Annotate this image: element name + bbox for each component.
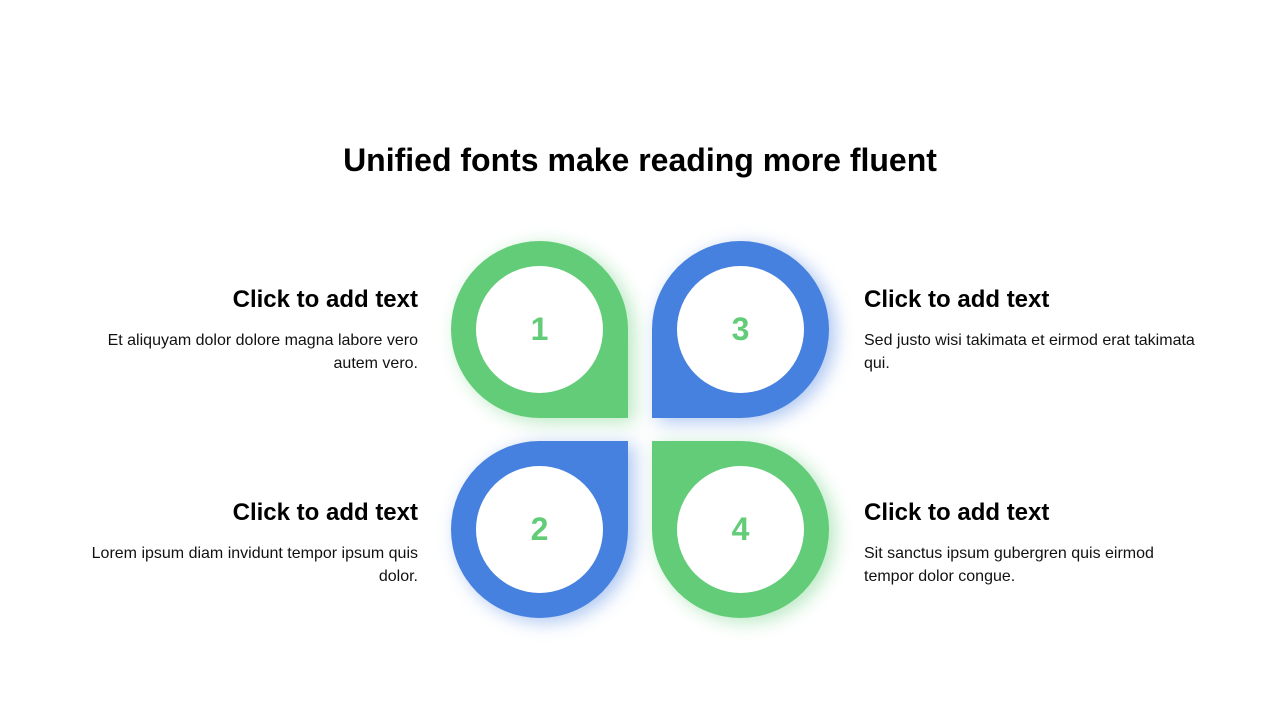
petal-1-number: 1 [530,311,549,347]
petal-1[interactable]: 1 [451,241,628,418]
text-block-2-heading[interactable]: Click to add text [232,499,418,526]
petal-2[interactable]: 2 [451,441,628,618]
text-block-1: Click to add text Et aliquyam dolor dolo… [78,285,418,375]
text-block-3-body[interactable]: Sed justo wisi takimata et eirmod erat t… [864,332,1195,372]
petal-3-number: 3 [731,311,750,347]
text-block-4: Click to add text Sit sanctus ipsum gube… [864,498,1204,588]
petal-2-center: 2 [476,466,603,593]
text-block-2: Click to add text Lorem ipsum diam invid… [78,498,418,588]
petal-3-center: 3 [677,266,804,393]
petal-4[interactable]: 4 [652,441,829,618]
text-block-3: Click to add text Sed justo wisi takimat… [864,285,1204,375]
text-block-4-heading[interactable]: Click to add text [864,499,1050,526]
text-block-4-body[interactable]: Sit sanctus ipsum gubergren quis eirmod … [864,545,1154,585]
text-block-1-body[interactable]: Et aliquyam dolor dolore magna labore ve… [107,332,418,372]
petal-4-center: 4 [677,466,804,593]
text-block-1-heading[interactable]: Click to add text [232,286,418,313]
petal-2-number: 2 [530,511,549,547]
petal-3[interactable]: 3 [652,241,829,418]
text-block-3-heading[interactable]: Click to add text [864,286,1050,313]
petal-4-number: 4 [731,511,750,547]
petal-1-center: 1 [476,266,603,393]
text-block-2-body[interactable]: Lorem ipsum diam invidunt tempor ipsum q… [91,545,418,585]
slide-title[interactable]: Unified fonts make reading more fluent [343,142,937,178]
